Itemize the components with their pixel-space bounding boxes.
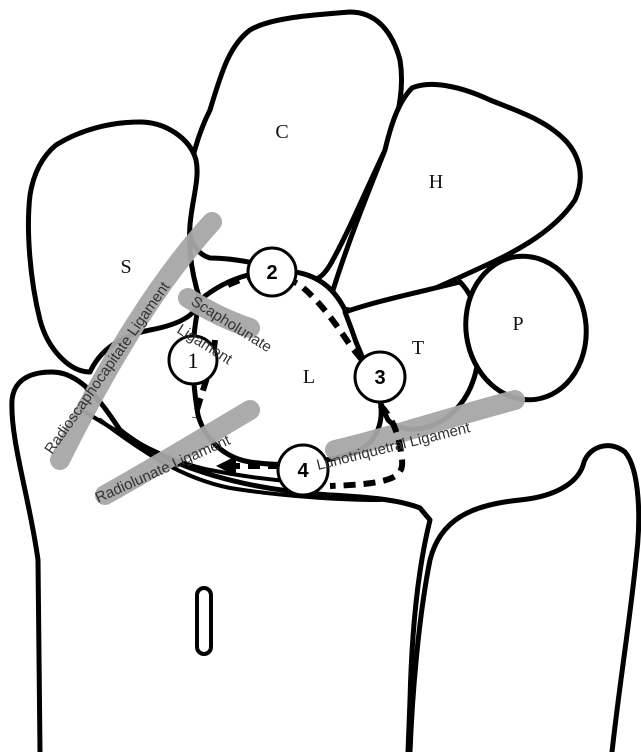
marker-3: 3: [355, 352, 405, 402]
hamate-label: H: [429, 171, 443, 193]
marker-2-label: 2: [266, 262, 277, 284]
marker-1-label: 1: [188, 348, 199, 373]
pisiform-bone: [457, 248, 596, 407]
capitate-label: C: [275, 121, 288, 143]
marker-2: 2: [248, 248, 296, 296]
pisiform-label: P: [512, 313, 523, 335]
ulna-bone: [410, 446, 639, 752]
lunate-label: L: [303, 366, 315, 388]
triquetrum-label: T: [412, 337, 424, 359]
scaphoid-label: S: [120, 256, 131, 278]
marker-3-label: 3: [374, 367, 385, 389]
marker-4-label: 4: [297, 460, 309, 482]
